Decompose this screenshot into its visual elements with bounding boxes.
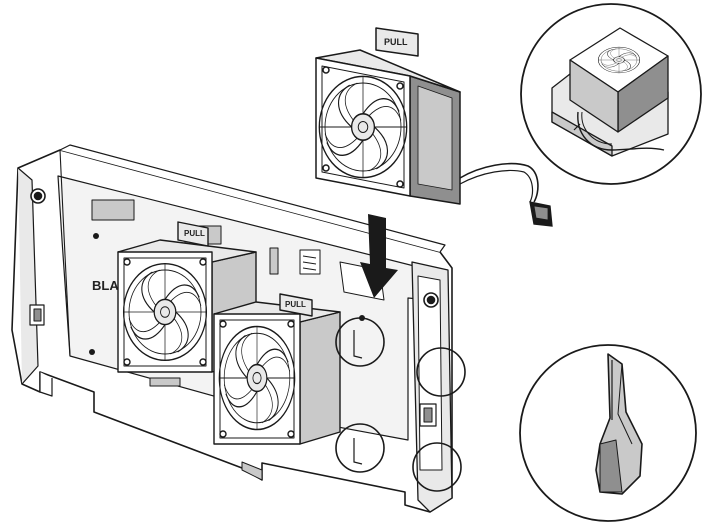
pull-label-left: PULL [184,229,205,238]
pull-label-right: PULL [285,300,306,309]
latch-circle-right-upper [416,347,466,397]
chassis-label: BLA [92,278,119,293]
latch-callout-circles [335,317,466,492]
latch-circle-right-lower [412,442,462,492]
latch-detail-callout [519,344,697,522]
fan-detail-callout [520,3,702,185]
fan-icon: PULL [315,27,539,205]
installed-fan-left: PULL [117,221,257,387]
connector-icon [529,201,553,227]
latch-icon [595,353,643,495]
latch-circle-lower [335,423,385,473]
pull-label-top: PULL [384,37,408,47]
arrow-down-icon [360,214,398,298]
latch-circle-upper [335,317,385,367]
installed-fan-right: PULL [213,293,341,445]
